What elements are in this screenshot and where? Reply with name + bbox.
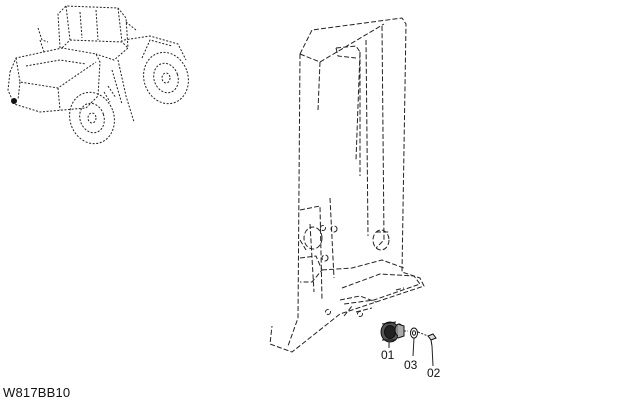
location-marker-dot	[11, 98, 17, 104]
part-03-washer	[410, 327, 418, 339]
bracket-assembly	[269, 17, 425, 353]
leader-lines	[388, 330, 434, 367]
figure-code: W817BB10	[3, 385, 71, 400]
callout-03: 03	[404, 358, 418, 372]
callout-01: 01	[381, 348, 395, 362]
part-01-knob	[380, 321, 405, 343]
wheel-loader-locator-icon	[7, 5, 189, 145]
callout-02: 02	[427, 366, 441, 380]
part-02-bolt	[427, 333, 437, 347]
